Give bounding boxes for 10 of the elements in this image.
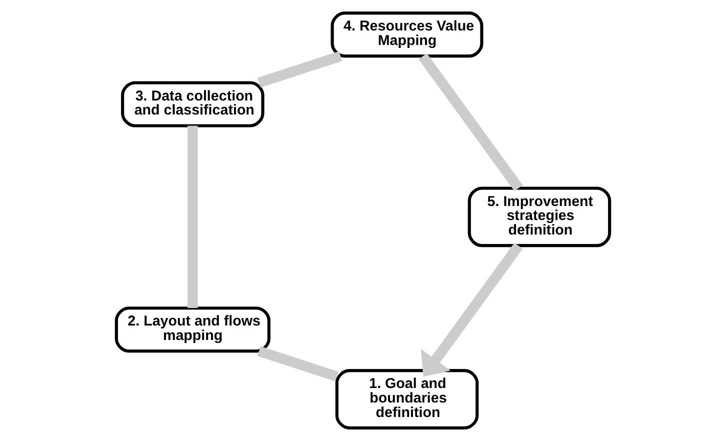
connector [418,52,522,191]
node-box: 4. Resources Value Mapping [330,11,483,58]
node-box: 3. Data collection and classification [120,80,264,127]
node-box: 2. Layout and flows mapping [114,306,270,352]
arrow [420,242,522,376]
node-box: 5. Improvement strategies definition [467,186,611,247]
connector [256,346,338,381]
connector [187,125,198,308]
node-box: 1. Goal and boundaries definition [334,368,478,429]
connector [256,50,342,88]
